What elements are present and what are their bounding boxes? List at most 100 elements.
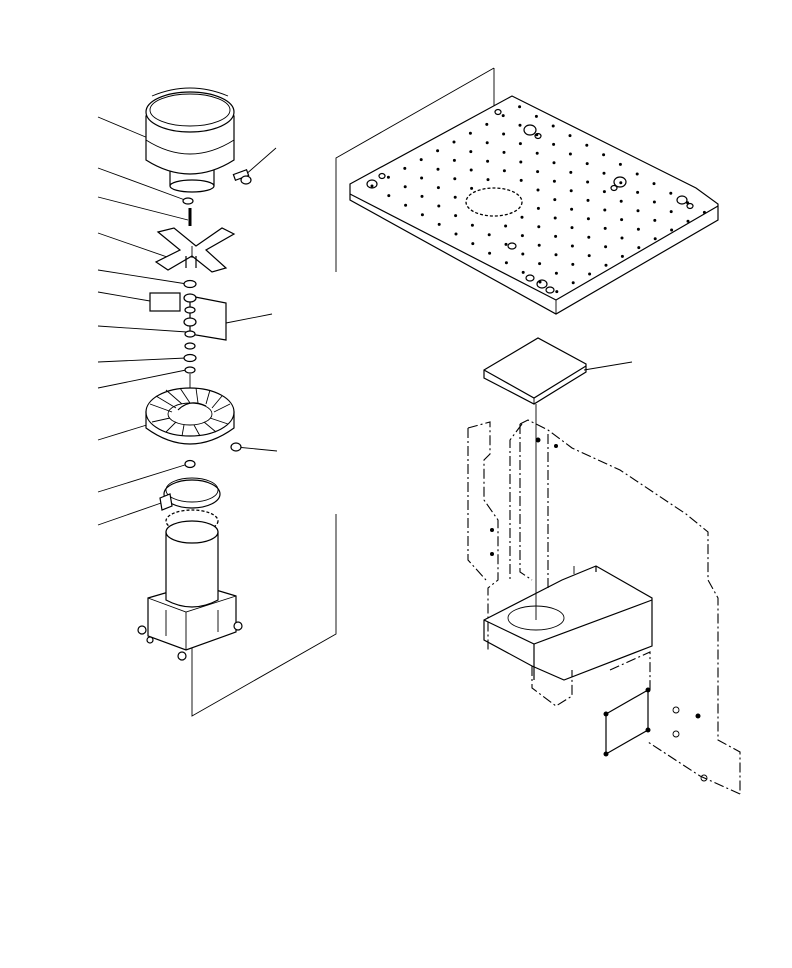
plate-hole xyxy=(604,245,608,249)
plate-hole xyxy=(552,179,556,183)
plate-hole xyxy=(554,234,558,238)
plate-hole xyxy=(686,201,690,205)
plate-hole xyxy=(536,188,540,192)
plate-hole xyxy=(452,158,456,162)
plate-hole xyxy=(686,219,690,223)
plate-hole xyxy=(569,189,573,193)
plate-hole xyxy=(536,170,540,174)
plate-hole xyxy=(570,207,574,211)
plate-hole xyxy=(553,198,557,202)
plate-hole xyxy=(521,270,525,274)
plate-hole xyxy=(519,178,523,182)
plate-hole xyxy=(536,206,540,210)
plate-hole xyxy=(653,218,657,222)
plate-hole xyxy=(537,225,541,229)
plate-hole xyxy=(504,224,508,228)
plate-hole xyxy=(603,208,607,212)
plate-hole xyxy=(403,185,407,189)
plate-hole xyxy=(620,236,624,240)
plate-hole xyxy=(619,199,623,203)
plate-hole xyxy=(636,209,640,213)
plate-hole xyxy=(588,272,592,276)
plate-hole xyxy=(569,170,573,174)
cross-bracket xyxy=(154,227,236,273)
plate-hole xyxy=(502,169,506,173)
plate-hole xyxy=(635,172,639,176)
plate-hole xyxy=(504,242,508,246)
plate-hole xyxy=(520,234,524,238)
side-nut xyxy=(230,442,242,452)
plate-hole xyxy=(652,200,656,204)
plate-hole xyxy=(551,124,555,128)
plate-hole xyxy=(488,251,492,255)
plate-hole xyxy=(387,194,391,198)
plate-hole xyxy=(602,153,606,157)
plate-hole xyxy=(501,114,505,118)
bolt xyxy=(232,169,252,185)
plate-hole xyxy=(504,261,508,265)
plate-hole xyxy=(420,194,424,198)
plate-hole xyxy=(485,141,489,145)
plate-hole xyxy=(602,171,606,175)
plate-hole xyxy=(586,198,590,202)
plate-hole xyxy=(521,252,525,256)
plate-hole xyxy=(554,271,558,275)
plate-hole xyxy=(585,143,589,147)
plate-hole xyxy=(637,246,641,250)
plate-hole xyxy=(669,210,673,214)
plate-hole xyxy=(386,175,390,179)
plate-hole xyxy=(604,263,608,267)
hardware-stack xyxy=(149,279,227,390)
plate-hole xyxy=(702,210,706,214)
plate-hole xyxy=(454,214,458,218)
plate-hole xyxy=(454,232,458,236)
plate-hole xyxy=(538,262,542,266)
plate-hole xyxy=(602,190,606,194)
plate-hole xyxy=(502,150,506,154)
plate-hole xyxy=(487,233,491,237)
plate-hole xyxy=(452,140,456,144)
duct-base xyxy=(137,509,243,661)
plate-hole xyxy=(653,237,657,241)
plate-hole xyxy=(587,235,591,239)
plate-hole xyxy=(670,228,674,232)
plate-hole xyxy=(537,243,541,247)
plate-hole xyxy=(518,105,522,109)
plate-hole xyxy=(404,203,408,207)
plate-hole xyxy=(453,195,457,199)
plate-hole xyxy=(486,159,490,163)
plate-hole xyxy=(571,262,575,266)
plate-hole xyxy=(437,204,441,208)
plate-hole xyxy=(518,123,522,127)
plate-hole xyxy=(620,218,624,222)
plate-hole xyxy=(570,244,574,248)
plate-hole xyxy=(585,162,589,166)
fan-impeller xyxy=(145,387,235,445)
plate-hole xyxy=(587,254,591,258)
plate-hole xyxy=(586,180,590,184)
plate-hole xyxy=(436,149,440,153)
plate-hole xyxy=(436,167,440,171)
plate-hole xyxy=(485,122,489,126)
plate-hole xyxy=(420,213,424,217)
plate-hole xyxy=(502,132,506,136)
plate-hole xyxy=(520,215,524,219)
plate-hole xyxy=(469,150,473,154)
plate-hole xyxy=(403,166,407,170)
plate-hole xyxy=(471,242,475,246)
plate-hole xyxy=(555,290,559,294)
plate-hole xyxy=(470,223,474,227)
plate-hole xyxy=(568,152,572,156)
plate-hole xyxy=(370,184,374,188)
plate-hole xyxy=(619,181,623,185)
blower-motor xyxy=(145,87,235,193)
plate-hole xyxy=(554,253,558,257)
plate-hole xyxy=(535,133,539,137)
hose-clamp xyxy=(159,477,221,511)
plate-hole xyxy=(535,151,539,155)
plate-hole xyxy=(552,161,556,165)
callout-leader-lines xyxy=(97,116,278,526)
plate-hole xyxy=(470,186,474,190)
plate-hole xyxy=(618,162,622,166)
